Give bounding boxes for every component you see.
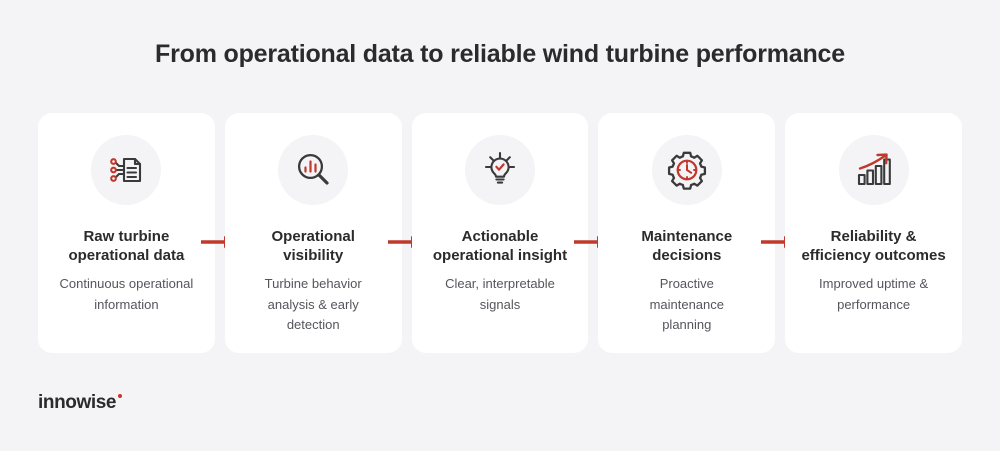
page-title: From operational data to reliable wind t… <box>155 40 845 68</box>
step-title: Reliability & efficiency outcomes <box>801 228 946 265</box>
growth-bar-chart-arrow-icon <box>838 135 909 205</box>
step-description: Proactive maintenance planning <box>649 276 725 332</box>
step-card-raw-turbine-operational-data[interactable]: Raw turbine operational data Continuous … <box>38 113 215 353</box>
process-flow: Raw turbine operational data Continuous … <box>38 113 962 353</box>
connector-gap <box>761 113 796 353</box>
step-card-actionable-operational-insight[interactable]: Actionable operational insight Clear, in… <box>411 113 589 353</box>
gear-clock-icon <box>651 135 722 205</box>
connector-gap <box>200 113 235 353</box>
magnifier-bar-chart-icon <box>278 135 349 205</box>
step-description: Clear, interpretable signals <box>445 276 555 312</box>
step-title: Raw turbine operational data <box>68 228 185 265</box>
innowise-logo[interactable]: innowise <box>38 392 123 414</box>
step-title: Maintenance decisions <box>641 228 733 265</box>
step-title: Operational visibility <box>271 228 355 265</box>
connector-gap <box>387 113 422 353</box>
logo-dot-icon <box>118 394 123 398</box>
step-card-reliability-efficiency-outcomes[interactable]: Reliability & efficiency outcomes Improv… <box>785 113 962 353</box>
step-card-maintenance-decisions[interactable]: Maintenance decisions Proactive maintena… <box>598 113 776 353</box>
document-data-nodes-icon <box>91 135 162 205</box>
step-card-operational-visibility[interactable]: Operational visibility Turbine behavior … <box>224 113 402 353</box>
step-description: Continuous operational information <box>59 276 194 312</box>
lightbulb-check-icon <box>464 135 535 205</box>
step-description: Turbine behavior analysis & early detect… <box>264 276 362 332</box>
connector-gap <box>574 113 609 353</box>
step-description: Improved uptime & performance <box>819 276 929 312</box>
logo-text: innowise <box>38 392 117 413</box>
step-title: Actionable operational insight <box>432 228 568 265</box>
